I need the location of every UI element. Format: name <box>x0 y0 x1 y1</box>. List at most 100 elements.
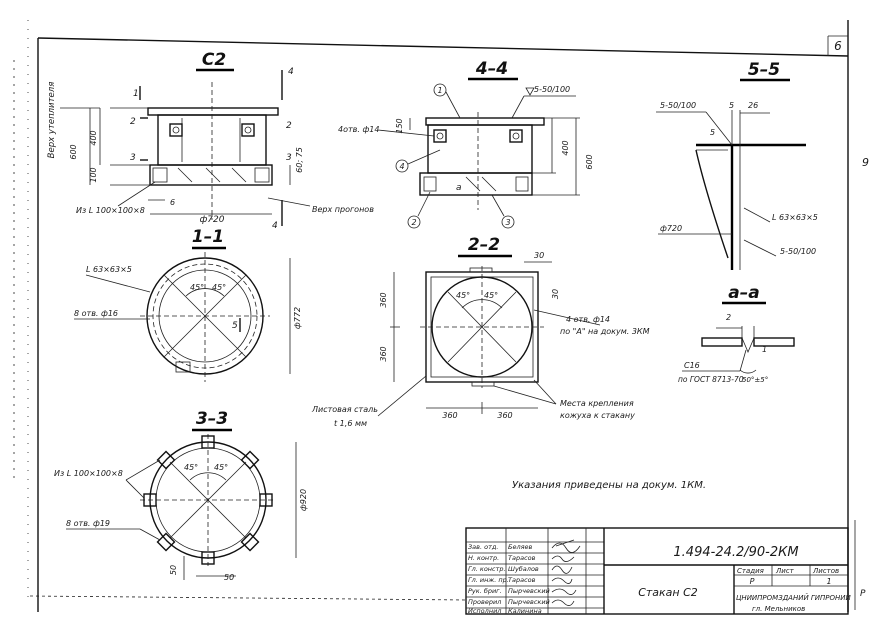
s44-dim-600: 600 <box>585 154 594 169</box>
view-4-4-title: 4–4 <box>475 59 508 79</box>
view-2-2-title: 2–2 <box>468 235 500 255</box>
s33-dim-50a: 50 <box>169 565 178 575</box>
s22-dim-360d: 360 <box>497 411 512 420</box>
c2-sec-4: 4 <box>288 67 294 77</box>
s22-holes-1: 4 отв. ф14 <box>566 315 610 324</box>
s22-fix-1: Места крепления <box>560 399 634 408</box>
s44-holes: 4отв. ф14 <box>338 125 379 134</box>
s44-call-2: 2 <box>411 218 416 227</box>
s44-mark-a: а <box>456 183 462 193</box>
s22-dim-30a: 30 <box>534 251 544 260</box>
role-name: Шубалов <box>508 565 539 573</box>
aa-dim-2: 2 <box>726 313 731 322</box>
role-name: Беляев <box>508 543 533 551</box>
org-line-1: ЦНИИПРОМЗДАНИЙ ГИПРОНИИ <box>736 593 852 602</box>
sheets-header: Листов <box>812 567 839 575</box>
role-label: Гл. констр. <box>468 565 506 573</box>
aa-gost-1: С16 <box>684 361 700 370</box>
view-3-3: 3–3 45° 45° Из L 100×100×8 8 отв. ф19 ф9… <box>54 409 308 582</box>
s22-dim-360a: 360 <box>379 292 388 307</box>
general-note: Указания приведены на докум. 1КМ. <box>512 480 706 491</box>
s55-angle: L 63×63×5 <box>772 213 818 222</box>
stage-value: Р <box>750 577 755 586</box>
role-name: Пырчевский <box>508 587 550 595</box>
role-name: Калинина <box>508 607 542 615</box>
s55-weld-bottom: 5-50/100 <box>780 247 816 256</box>
view-5-5-title: 5–5 <box>748 60 780 80</box>
c2-dim-60-75: 60; 75 <box>295 147 304 173</box>
sheet-header: Лист <box>775 567 795 575</box>
view-c2: С2 400 600 100 Верх утеплителя 60; 75 <box>47 50 374 231</box>
s33-dim-50b: 50 <box>224 573 234 582</box>
aa-dim-1: 1 <box>762 345 767 354</box>
c2-label-insulation: Верх утеплителя <box>47 82 57 159</box>
view-a-a: а–а 2 1 С16 по ГОСТ 8713-70 50°±5° <box>678 283 795 384</box>
s22-ang1: 45° <box>456 291 470 300</box>
s11-holes: 8 отв. ф16 <box>74 309 118 318</box>
view-a-a-title: а–а <box>728 283 759 303</box>
c2-sec-1: 1 <box>133 89 139 99</box>
s44-call-3: 3 <box>505 218 510 227</box>
s22-fix-2: кожуха к стакану <box>560 411 635 420</box>
sheet-frame <box>13 20 856 612</box>
c2-label-angle: Из L 100×100×8 <box>76 206 145 215</box>
s44-dim-400: 400 <box>561 140 570 155</box>
s22-holes-2: по "А" на докум. 3КМ <box>560 327 650 336</box>
c2-sec-2b: 2 <box>286 121 292 131</box>
s33-ang1: 45° <box>184 463 198 472</box>
c2-dim-400: 400 <box>89 130 98 145</box>
s55-dim-26: 26 <box>748 101 758 110</box>
role-name: Пырчевский <box>508 598 550 606</box>
s44-call-4: 4 <box>399 162 404 171</box>
signature-table: Зав. отд. Беляев Н. контр. Тарасов Гл. к… <box>468 539 581 615</box>
role-label: Зав. отд. <box>468 543 498 551</box>
c2-dim-600: 600 <box>69 144 78 159</box>
role-label: Гл. инж. пр. <box>468 576 509 584</box>
s44-dim-150: 150 <box>395 118 404 133</box>
role-name: Тарасов <box>508 554 536 562</box>
s11-ang2: 45° <box>212 283 226 292</box>
role-name: Тарасов <box>508 576 536 584</box>
s55-dim-5a: 5 <box>729 101 734 110</box>
view-1-1: 1–1 45° 45° L 63×63×5 8 отв. ф16 ф772 5 <box>74 227 302 382</box>
s33-angle: Из L 100×100×8 <box>54 469 123 478</box>
c2-sec-3: 3 <box>130 153 136 163</box>
s33-ang2: 45° <box>214 463 228 472</box>
stage-header: Стадия <box>737 567 764 575</box>
s55-dim-5b: 5 <box>710 128 715 137</box>
s22-ang2: 45° <box>484 291 498 300</box>
doc-code: 1.494-24.2/90-2КМ <box>673 545 798 560</box>
s33-holes: 8 отв. ф19 <box>66 519 110 528</box>
view-1-1-title: 1–1 <box>192 227 224 247</box>
c2-dim-d720: ф720 <box>200 215 225 225</box>
s44-weld: 5-50/100 <box>534 85 570 94</box>
role-label: Проверил <box>468 598 501 606</box>
org-line-2: гл. Мельников <box>752 605 805 613</box>
s22-dim-30b: 30 <box>551 289 560 299</box>
s55-weld-top: 5-50/100 <box>660 101 696 110</box>
s11-sec5: 5 <box>232 321 238 331</box>
aa-gost-2: по ГОСТ 8713-70 <box>678 375 744 384</box>
sheet-value: 1 <box>826 577 831 586</box>
margin-mark-bottom: Р <box>860 589 866 599</box>
s33-dim-d920: ф920 <box>299 489 308 511</box>
c2-sec-3b: 3 <box>286 153 292 163</box>
view-5-5: 5–5 5 26 5 5-50/100 ф720 L 63×63×5 5-50/… <box>656 60 818 270</box>
s55-dim-d720: ф720 <box>660 224 682 233</box>
role-label: Н. контр. <box>468 554 499 562</box>
role-label: Рук. бриг. <box>468 587 502 595</box>
title-block <box>465 527 849 615</box>
role-label: Исполнил <box>468 607 501 615</box>
s22-dim-360b: 360 <box>379 346 388 361</box>
s22-sheet-1: Листовая сталь <box>311 405 378 414</box>
view-2-2: 2–2 45° 45° 360 360 360 360 30 30 4 отв.… <box>311 235 650 428</box>
c2-weld: 6 <box>170 198 175 207</box>
view-4-4: 4–4 400 600 150 4отв. ф14 1 4 2 <box>338 59 594 229</box>
c2-dim-100: 100 <box>89 167 98 182</box>
sheet-number: 6 <box>834 39 842 53</box>
aa-angle: 50°±5° <box>742 376 768 384</box>
s11-angle: L 63×63×5 <box>86 265 132 274</box>
c2-label-purlins: Верх прогонов <box>312 205 374 214</box>
view-c2-title: С2 <box>202 50 226 70</box>
